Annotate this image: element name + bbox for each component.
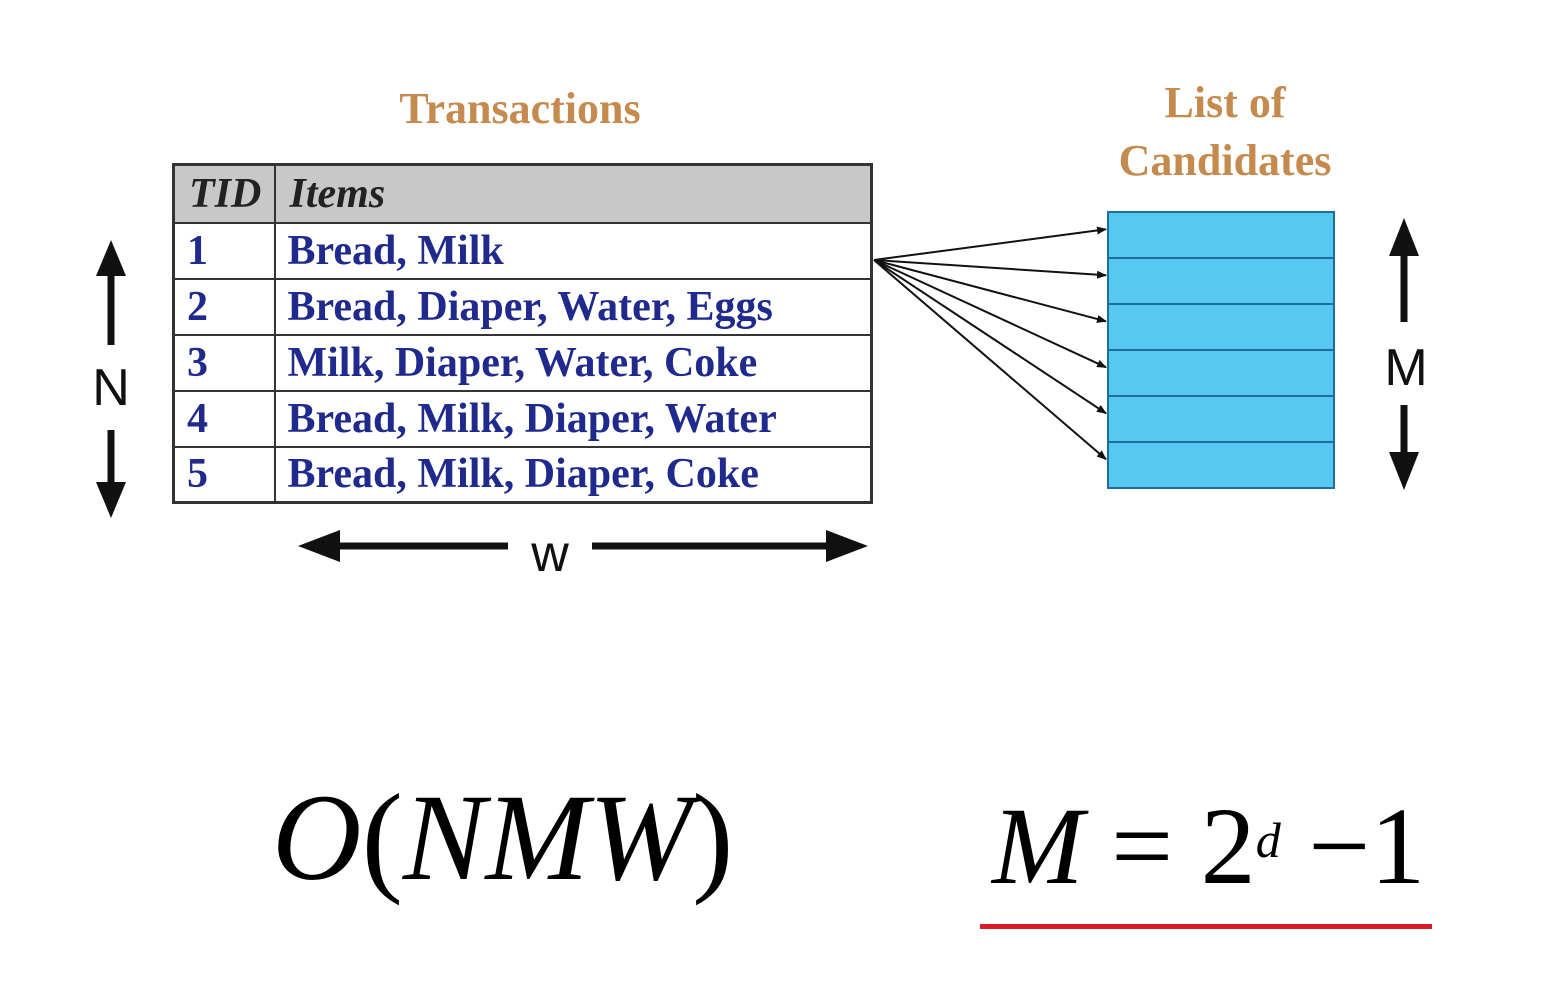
- candidates-title-line2: Candidates: [1118, 136, 1332, 185]
- n-dimension-arrow: [96, 240, 126, 518]
- row-items: Bread, Milk, Diaper, Water: [273, 389, 873, 448]
- equation-eq: = 2: [1083, 785, 1256, 907]
- fan-arrow: [873, 259, 1107, 415]
- candidates-title: List of Candidates: [1060, 74, 1390, 190]
- row-items: Bread, Milk, Diaper, Coke: [273, 445, 873, 504]
- table-row: 4 Bread, Milk, Diaper, Water: [172, 389, 873, 448]
- row-tid: 3: [172, 333, 276, 392]
- m-dimension-arrow: [1389, 218, 1419, 490]
- row-items: Milk, Diaper, Water, Coke: [273, 333, 873, 392]
- w-arrow-left-head: [298, 530, 340, 562]
- transactions-table: TID Items 1 Bread, Milk 2 Bread, Diaper,…: [172, 163, 873, 504]
- candidate-slot: [1107, 257, 1335, 305]
- equation-exponent: d: [1255, 812, 1281, 868]
- candidate-count-equation: M = 2d −1: [992, 786, 1425, 906]
- complexity-open-paren: (: [361, 769, 403, 906]
- row-tid: 1: [172, 221, 276, 280]
- table-row: 1 Bread, Milk: [172, 221, 873, 280]
- w-arrow-right-head: [826, 530, 868, 562]
- equation-lhs: M: [992, 785, 1084, 907]
- row-items: Bread, Diaper, Water, Eggs: [273, 277, 873, 336]
- candidate-slot: [1107, 349, 1335, 397]
- n-label: N: [92, 359, 130, 417]
- header-tid: TID: [172, 163, 276, 224]
- m-label: M: [1384, 339, 1428, 397]
- w-dimension-arrow: [298, 530, 868, 562]
- complexity-close-paren: ): [692, 769, 734, 906]
- candidates-title-line1: List of: [1164, 78, 1286, 127]
- m-arrow-up-head: [1389, 218, 1419, 256]
- m-arrow-down-head: [1389, 452, 1419, 490]
- candidate-slot: [1107, 211, 1335, 259]
- table-row: 3 Milk, Diaper, Water, Coke: [172, 333, 873, 392]
- row-tid: 5: [172, 445, 276, 504]
- n-arrow-up-head: [96, 240, 126, 276]
- equation-underline: [980, 924, 1432, 929]
- fan-arrow: [873, 259, 1107, 279]
- transactions-title: Transactions: [399, 84, 641, 133]
- candidate-slot: [1107, 395, 1335, 443]
- fan-arrows: [873, 226, 1107, 461]
- n-arrow-down-head: [96, 482, 126, 518]
- table-row: 2 Bread, Diaper, Water, Eggs: [172, 277, 873, 336]
- candidate-slot: [1107, 303, 1335, 351]
- table-row: 5 Bread, Milk, Diaper, Coke: [172, 445, 873, 504]
- fan-arrow: [873, 259, 1107, 323]
- complexity-o: O: [272, 769, 362, 906]
- row-tid: 2: [172, 277, 276, 336]
- candidate-list: [1107, 211, 1335, 489]
- complexity-vars: NMW: [402, 769, 693, 906]
- equation-rest: −1: [1280, 785, 1426, 907]
- fan-arrow: [873, 259, 1107, 369]
- w-label: w: [531, 525, 569, 583]
- row-items: Bread, Milk: [273, 221, 873, 280]
- table-header-row: TID Items: [172, 163, 873, 224]
- row-tid: 4: [172, 389, 276, 448]
- complexity-formula: O(NMW): [272, 768, 733, 908]
- candidate-slot: [1107, 441, 1335, 489]
- fan-arrow: [873, 226, 1107, 261]
- header-items: Items: [273, 163, 873, 224]
- fan-arrow: [873, 259, 1107, 461]
